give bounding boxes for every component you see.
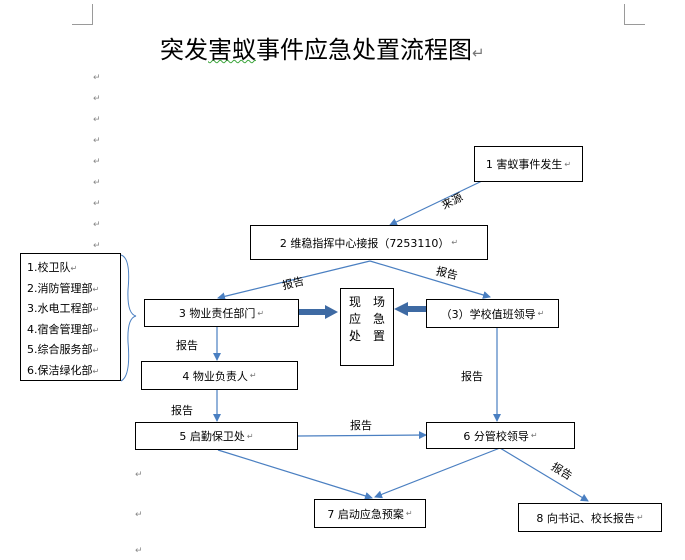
paragraph-mark: ↵: [135, 546, 143, 556]
flow-step-7: 7 启动应急预案↵: [314, 499, 426, 528]
arrow-1-to-2: [389, 180, 483, 226]
paragraph-mark: ↵: [93, 73, 101, 83]
center-line: 现 场: [348, 295, 385, 309]
on-site-emergency-box: 现 场 应 急 处 置: [340, 288, 394, 366]
department-list: 1.校卫队↵ 2.消防管理部↵ 3.水电工程部↵ 4.宿舍管理部↵ 5.综合服务…: [20, 253, 121, 381]
department-item: 2.消防管理部↵: [27, 281, 100, 295]
department-item: 5.综合服务部↵: [27, 343, 100, 356]
paragraph-mark: ↵: [93, 115, 101, 125]
paragraph-mark: ↵: [93, 241, 101, 251]
crop-mark-top-right: [624, 4, 625, 24]
arrow-2-to-3: [217, 260, 371, 301]
paragraph-mark: ↵: [93, 178, 101, 188]
arrow-5-to-7: [217, 449, 373, 500]
label-report-4-5: 报告: [171, 404, 193, 417]
crop-mark-top-left: [92, 4, 93, 24]
thick-arrow-right-to-center: [394, 302, 426, 316]
paragraph-mark: ↵: [93, 136, 101, 146]
flow-step-2: 2 维稳指挥中心接报（7253110）↵: [250, 225, 488, 260]
paragraph-mark: ↵: [472, 44, 485, 62]
paragraph-mark: ↵: [93, 220, 101, 230]
department-item: 6.保洁绿化部↵: [27, 363, 100, 377]
paragraph-mark: ↵: [135, 470, 143, 480]
flow-step-8: 8 向书记、校长报告↵: [518, 503, 662, 532]
flow-step-3: 3 物业责任部门↵: [144, 299, 299, 327]
crop-mark-top-right-h: [624, 24, 645, 25]
arrow-2-to-3b: [369, 260, 491, 299]
center-line: 应 急: [348, 312, 385, 326]
department-item: 1.校卫队↵: [27, 261, 78, 274]
arrow-6-to-7: [374, 447, 501, 499]
arrow-6-to-8: [499, 447, 589, 502]
paragraph-mark: ↵: [93, 199, 101, 209]
department-item: 3.水电工程部↵: [27, 302, 100, 315]
arrow-5-to-6: [297, 431, 427, 440]
paragraph-mark: ↵: [93, 157, 101, 167]
department-brace: [120, 254, 137, 382]
spellcheck-underlined-word: 害蚁: [208, 36, 256, 64]
label-report-5-6: 报告: [350, 419, 372, 432]
paragraph-mark: ↵: [93, 94, 101, 104]
crop-mark-top-left-h: [72, 24, 93, 25]
label-report-3b-6: 报告: [461, 370, 483, 383]
department-item: 4.宿舍管理部↵: [27, 322, 100, 336]
paragraph-mark: ↵: [135, 510, 143, 520]
label-report-3-4: 报告: [176, 339, 198, 352]
flow-step-5: 5 启勤保卫处↵: [135, 422, 298, 450]
thick-arrow-left-to-center: [298, 305, 338, 319]
page-title: 突发害蚁事件应急处置流程图↵: [160, 36, 485, 64]
center-line: 处 置: [348, 329, 385, 343]
flow-step-3b: （3）学校值班领导↵: [426, 299, 559, 328]
flow-step-6: 6 分管校领导↵: [426, 422, 575, 449]
flow-step-4: 4 物业负责人↵: [141, 361, 298, 390]
flow-step-1: 1 害蚁事件发生↵: [474, 146, 583, 182]
